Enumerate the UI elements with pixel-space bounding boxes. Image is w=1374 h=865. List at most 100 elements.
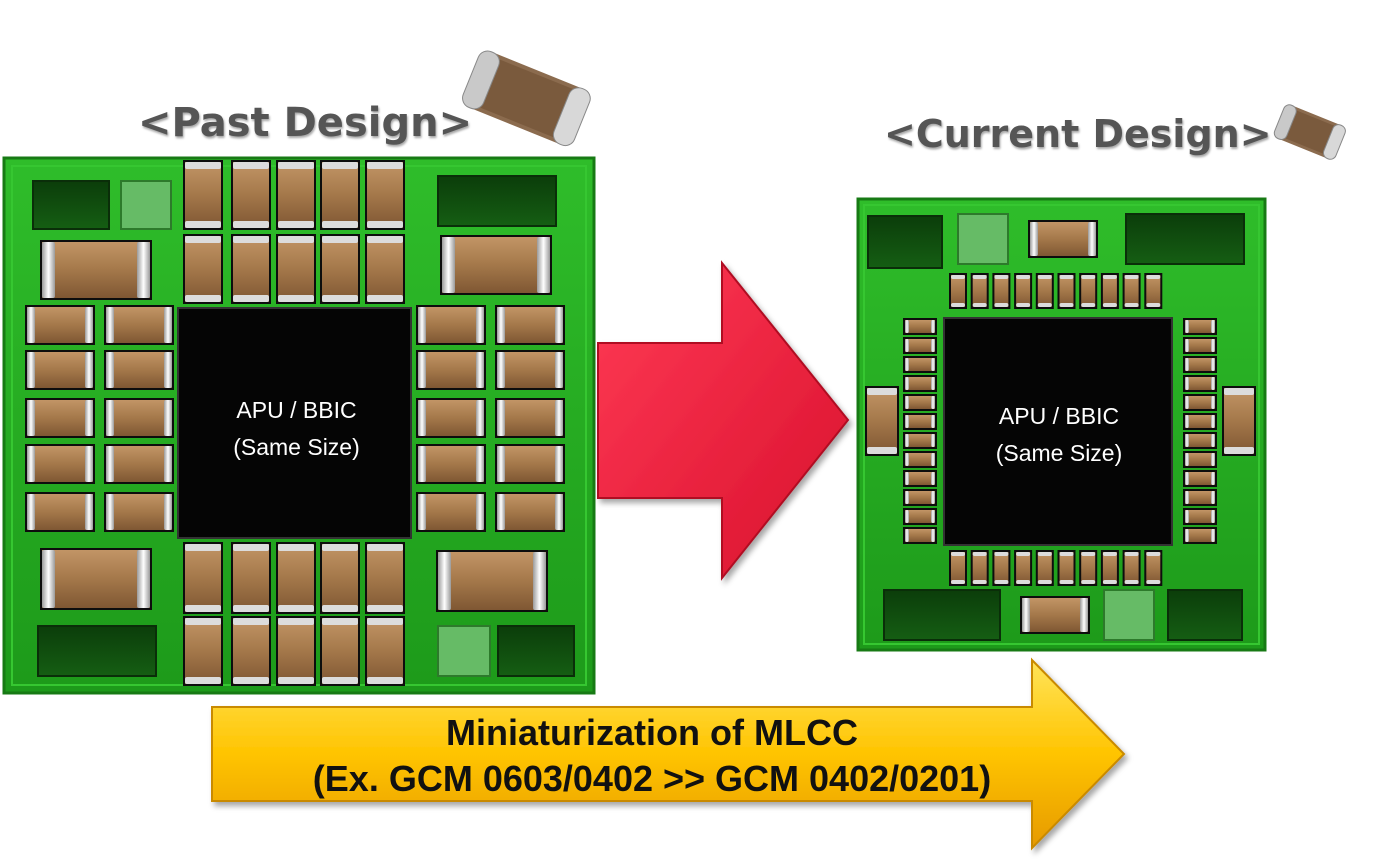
current-cap-small-term-left — [1185, 415, 1189, 428]
current-cap-small-term-left — [1185, 529, 1189, 542]
past-cap-large-term-right — [137, 242, 150, 298]
board-components — [25, 160, 1256, 686]
past-design-title: <Past Design> — [138, 100, 473, 146]
past-cap-v-term-bottom — [185, 295, 221, 302]
past-cap-h — [27, 307, 93, 343]
past-cap-v — [233, 618, 269, 684]
past-cap-v-term-top — [322, 162, 358, 169]
past-cap-v-term-bottom — [278, 605, 314, 612]
past-cap-h-term-left — [27, 494, 35, 530]
past-cap-large-term-right — [137, 550, 150, 608]
current-cap-small — [1081, 552, 1096, 584]
current-cap-h-term-left — [1022, 598, 1030, 632]
current-cap-small-term-left — [1185, 434, 1189, 447]
past-cap-h-term-right — [85, 307, 93, 343]
past-cap-h — [497, 494, 563, 530]
current-pad-light — [1103, 589, 1155, 641]
current-cap-small-term-bottom — [1059, 580, 1074, 584]
past-cap-v-term-bottom — [278, 677, 314, 684]
past-cap-h — [106, 352, 172, 388]
current-cap-small-term-top — [972, 552, 987, 556]
past-cap-v-term-bottom — [322, 295, 358, 302]
past-cap-v-term-bottom — [367, 221, 403, 228]
current-cap-small-term-top — [1037, 275, 1052, 279]
current-cap-small — [1185, 491, 1215, 504]
current-cap-small-term-left — [1185, 339, 1189, 352]
past-cap-h-term-left — [497, 352, 505, 388]
current-cap-small-term-right — [1211, 320, 1215, 333]
past-cap-v-term-bottom — [278, 295, 314, 302]
current-cap-small-term-right — [931, 472, 935, 485]
past-cap-v-term-bottom — [367, 295, 403, 302]
current-cap-small — [1102, 552, 1117, 584]
current-pad-dark — [883, 589, 1001, 641]
miniaturization-title: Miniaturization of MLCC — [446, 712, 858, 753]
past-cap-h — [418, 352, 484, 388]
past-cap-h — [497, 307, 563, 343]
past-cap-v — [185, 162, 221, 228]
past-cap-h-term-right — [85, 446, 93, 482]
past-cap-v-term-top — [322, 544, 358, 551]
current-cap-small-term-top — [1081, 552, 1096, 556]
current-design-title: <Current Design> — [884, 112, 1272, 156]
past-cap-v-term-bottom — [278, 221, 314, 228]
current-pad-light — [957, 213, 1009, 265]
current-cap-small-term-right — [1211, 339, 1215, 352]
current-cap-small — [905, 377, 935, 390]
past-pad-light — [437, 625, 491, 677]
past-cap-h — [27, 352, 93, 388]
current-cap-small — [1037, 275, 1052, 307]
current-cap-small — [1124, 552, 1139, 584]
current-cap-small-term-left — [905, 339, 909, 352]
past-cap-v — [278, 162, 314, 228]
past-cap-h-term-right — [85, 494, 93, 530]
past-cap-v — [233, 236, 269, 302]
past-cap-v — [278, 544, 314, 612]
past-cap-large-term-right — [537, 237, 550, 293]
current-cap-small-term-left — [1185, 472, 1189, 485]
past-cap-v-term-top — [185, 618, 221, 625]
current-cap-small — [1185, 529, 1215, 542]
past-cap-large — [42, 550, 150, 608]
current-cap-small-term-right — [931, 491, 935, 504]
past-cap-h-term-right — [555, 494, 563, 530]
current-cap-small-term-left — [1185, 358, 1189, 371]
past-cap-v — [367, 618, 403, 684]
past-cap-h-term-left — [418, 400, 426, 436]
current-cap-small-term-top — [1081, 275, 1096, 279]
past-cap-large-term-left — [42, 550, 55, 608]
current-chip-label-line2: (Same Size) — [995, 440, 1123, 466]
current-pad-dark — [1167, 589, 1243, 641]
past-cap-h-term-right — [85, 352, 93, 388]
past-cap-h-term-left — [27, 446, 35, 482]
miniaturization-example: (Ex. GCM 0603/0402 >> GCM 0402/0201) — [312, 758, 992, 799]
past-cap-large — [42, 242, 150, 298]
past-cap-v-term-bottom — [233, 605, 269, 612]
current-pad-dark — [867, 215, 943, 269]
current-cap-small-term-bottom — [1102, 580, 1117, 584]
current-cap-small-term-left — [1185, 453, 1189, 466]
past-cap-h-term-right — [164, 494, 172, 530]
current-cap-small-term-right — [931, 358, 935, 371]
current-cap-small-term-bottom — [951, 580, 965, 584]
past-cap-v — [278, 236, 314, 302]
past-cap-h-term-left — [418, 446, 426, 482]
current-cap-small-term-top — [1016, 552, 1031, 556]
current-cap-small — [1037, 552, 1052, 584]
current-apu-chip — [943, 317, 1173, 546]
current-cap-small-term-top — [1102, 275, 1117, 279]
current-cap-small-term-right — [1211, 529, 1215, 542]
current-cap-small-term-top — [1059, 552, 1074, 556]
past-cap-v-term-top — [278, 544, 314, 551]
past-cap-h — [497, 352, 563, 388]
past-cap-v-term-bottom — [322, 677, 358, 684]
current-cap-small — [1124, 275, 1139, 307]
past-cap-h-term-left — [418, 494, 426, 530]
current-cap-small — [972, 275, 987, 307]
current-cap-small — [905, 510, 935, 523]
past-cap-v-term-bottom — [322, 221, 358, 228]
current-cap-small-term-top — [1124, 552, 1139, 556]
past-cap-h-term-right — [164, 352, 172, 388]
current-cap-h — [1030, 222, 1096, 256]
current-cap-small-term-bottom — [1146, 303, 1161, 307]
